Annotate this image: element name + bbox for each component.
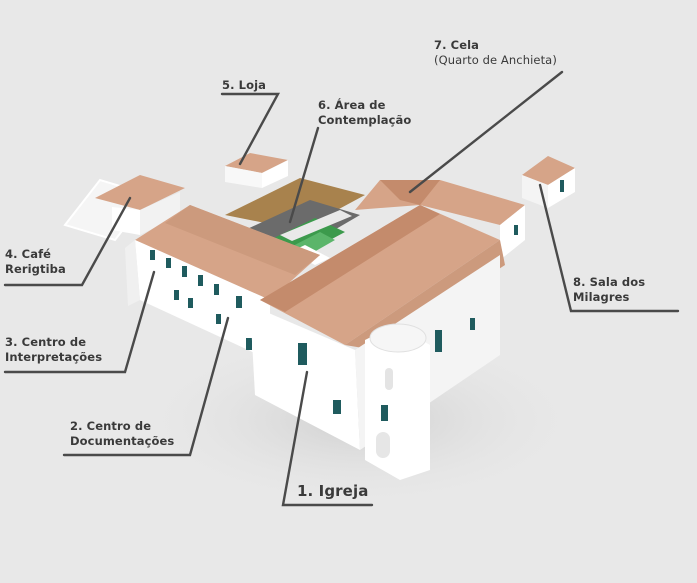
milagres-door — [560, 180, 564, 192]
label-cela: 7. Cela (Quarto de Anchieta) — [434, 38, 557, 68]
bell-tower-arch — [385, 368, 393, 390]
label-cafe-rerigtiba: 4. Café Rerigtiba — [5, 247, 66, 277]
label-text-line: 8. Sala dos — [573, 275, 646, 289]
church-roof-shade — [260, 205, 440, 312]
label-text-line: 2. Centro de — [70, 419, 152, 433]
loja-wall — [225, 166, 262, 188]
cafe-wall — [140, 192, 180, 235]
milagres-wall — [522, 175, 548, 208]
label-text-line: 6. Área de — [318, 98, 386, 112]
label-loja: 5. Loja — [222, 78, 266, 93]
label-text-line: 3. Centro de — [5, 335, 87, 349]
label-text-line: Documentações — [70, 434, 175, 448]
label-igreja-text: 1. Igreja — [297, 482, 369, 500]
label-text-line: Rerigtiba — [5, 262, 66, 276]
leader-line-documentacoes — [62, 316, 230, 457]
left-wing-end — [125, 240, 140, 306]
label-centro-interpretacoes: 3. Centro de Interpretações — [5, 335, 102, 365]
church-roof-right — [345, 240, 505, 350]
label-text-line: Contemplação — [318, 113, 412, 127]
bell-tower-dome — [369, 323, 427, 353]
label-loja-text: 5. Loja — [222, 78, 267, 92]
leader-line-contemplacao — [288, 126, 320, 224]
label-centro-documentacoes: 2. Centro de Documentações — [70, 419, 174, 449]
church-roof — [260, 205, 500, 345]
label-area-contemplacao: 6. Área de Contemplação — [318, 98, 411, 128]
leader-line-igreja — [281, 370, 374, 507]
leader-line-interpretacoes — [3, 270, 156, 374]
label-text-line: 7. Cela — [434, 38, 480, 52]
label-igreja: 1. Igreja — [297, 482, 368, 500]
leader-line-cela — [408, 70, 564, 194]
leader-line-loja — [220, 92, 281, 166]
cafe-roof — [95, 175, 185, 210]
bell-tower-arch — [376, 432, 390, 458]
label-sala-milagres: 8. Sala dos Milagres — [573, 275, 645, 305]
leader-lines — [3, 70, 680, 507]
label-text-line: 4. Café — [5, 247, 52, 261]
rear-wing-wall — [500, 205, 525, 260]
label-text-line: Interpretações — [5, 350, 103, 364]
leader-line-cafe — [3, 196, 132, 287]
milagres-roof — [522, 156, 575, 185]
loja-roof — [225, 153, 288, 173]
left-wing-wall — [135, 240, 270, 360]
leader-line-milagres — [538, 183, 680, 313]
cafe-wall — [112, 207, 140, 235]
label-text-line: (Quarto de Anchieta) — [434, 53, 557, 67]
loja-wall — [262, 160, 288, 188]
courtyard-path — [280, 210, 352, 241]
left-wing-roof-ridge — [165, 205, 320, 275]
church-windows — [298, 225, 518, 421]
label-text-line: Milagres — [573, 290, 630, 304]
